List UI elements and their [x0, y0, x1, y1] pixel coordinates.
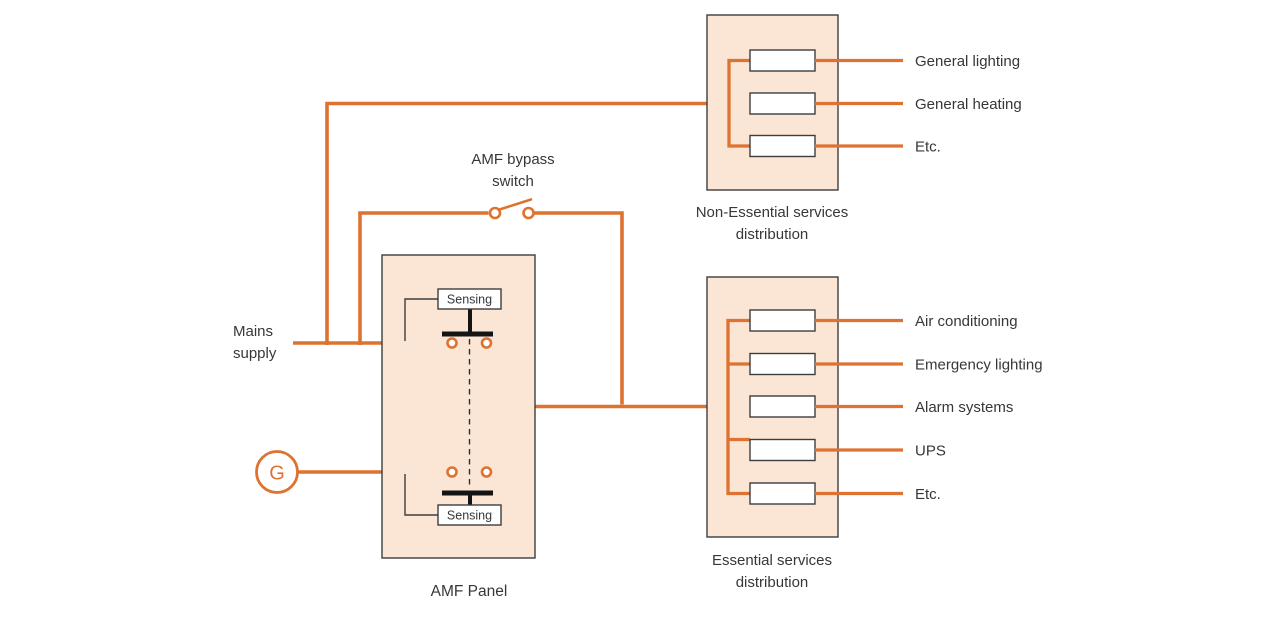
generator-contact-left [446, 466, 458, 478]
essential-distribution: Air conditioning Emergency lighting Alar… [706, 276, 1043, 591]
essential-breaker-2 [749, 352, 816, 376]
essential-breaker-3 [749, 395, 816, 418]
essential-breaker-5 [749, 482, 816, 505]
bypass-right-wire [534, 211, 624, 405]
essential-output-label-3: Alarm systems [915, 399, 1013, 416]
bypass-switch-terminal-right [522, 206, 535, 220]
generator: G [255, 450, 299, 494]
non-essential-bus-wire [727, 58, 750, 148]
essential-output-label-4: UPS [915, 443, 946, 460]
essential-output-label-2: Emergency lighting [915, 357, 1043, 374]
bypass-switch-label-line1: AMF bypass [471, 151, 554, 168]
sensing-top-label: Sensing [447, 293, 492, 307]
essential-breaker-1 [749, 309, 816, 332]
sensing-bottom-label: Sensing [447, 509, 492, 523]
amf-panel-caption: AMF Panel [431, 583, 508, 600]
sensing-bottom-box [437, 504, 502, 526]
non-essential-distribution: General lighting General heating Etc. No… [696, 14, 1022, 243]
non-essential-output-label-2: General heating [915, 96, 1022, 113]
non-essential-output-label-1: General lighting [915, 53, 1020, 70]
sensing-bottom-tap-line [404, 474, 438, 516]
non-essential-breaker-2 [749, 92, 816, 115]
non-essential-caption-line2: distribution [736, 226, 809, 243]
mains-supply-label-line1: Mains [233, 323, 273, 340]
essential-bus-wire [726, 318, 750, 496]
mains-contact-right [480, 337, 493, 349]
amf-bypass-switch: AMF bypass switch [471, 151, 555, 220]
essential-output-label-5: Etc. [915, 486, 941, 503]
essential-caption-line2: distribution [736, 574, 809, 591]
mains-supply: Mains supply [233, 323, 277, 362]
generator-symbol: G [269, 463, 285, 485]
bypass-left-wire [358, 211, 489, 345]
bypass-switch-label-line2: switch [492, 173, 534, 190]
essential-breaker-4 [749, 438, 816, 462]
bypass-switch-lever [496, 198, 533, 212]
sensing-top-tap-line [404, 298, 438, 341]
non-essential-output-label-3: Etc. [915, 139, 941, 156]
bypass-switch-terminal-left [488, 206, 502, 220]
non-essential-caption-line1: Non-Essential services [696, 204, 849, 221]
mains-supply-label-line2: supply [233, 345, 277, 362]
sensing-top-box [437, 288, 502, 310]
amf-panel: Sensing Sensing AMF Panel [381, 254, 536, 600]
non-essential-breaker-1 [749, 49, 816, 72]
generator-circle [255, 450, 299, 494]
non-essential-breaker-3 [749, 134, 816, 158]
essential-output-label-1: Air conditioning [915, 313, 1018, 330]
mains-to-non-essential-wire [325, 101, 750, 345]
essential-caption-line1: Essential services [712, 552, 832, 569]
mains-contact-left [446, 337, 458, 349]
generator-contact-right [480, 466, 493, 478]
